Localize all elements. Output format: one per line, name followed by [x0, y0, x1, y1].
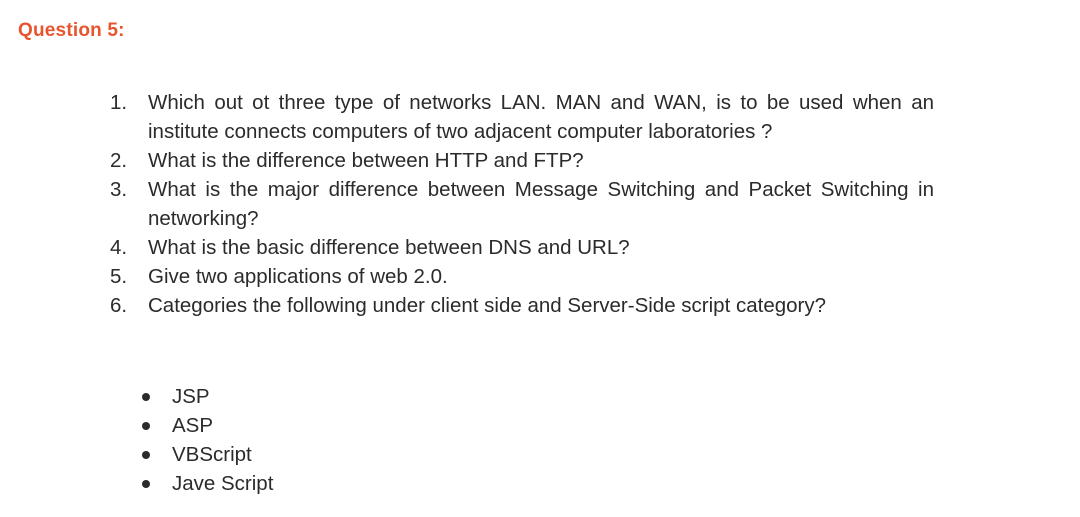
script-bullet-list: JSP ASP VBScript Jave Script	[142, 382, 542, 498]
bullet-icon	[142, 480, 150, 488]
list-item-label: Jave Script	[172, 472, 274, 495]
question-item-5: Give two applications of web 2.0.	[110, 262, 934, 291]
list-item: JSP	[142, 382, 542, 411]
question-text: What is the major difference between Mes…	[148, 178, 934, 230]
question-text: What is the difference between HTTP and …	[148, 149, 584, 172]
list-item: VBScript	[142, 440, 542, 469]
list-item-label: ASP	[172, 414, 214, 437]
question-heading: Question 5:	[18, 20, 125, 41]
bullet-icon	[142, 393, 150, 401]
bullet-icon	[142, 451, 150, 459]
list-item-label: JSP	[172, 385, 210, 408]
question-text: Which out ot three type of networks LAN.…	[148, 91, 934, 143]
question-item-3: What is the major difference between Mes…	[110, 175, 934, 233]
question-text: Give two applications of web 2.0.	[148, 265, 448, 288]
list-item: Jave Script	[142, 469, 542, 498]
bullet-icon	[142, 422, 150, 430]
question-item-2: What is the difference between HTTP and …	[110, 146, 934, 175]
list-item: ASP	[142, 411, 542, 440]
question-item-6: Categories the following under client si…	[110, 291, 934, 320]
question-item-1: Which out ot three type of networks LAN.…	[110, 88, 934, 146]
list-item-label: VBScript	[172, 443, 252, 466]
numbered-question-list: Which out ot three type of networks LAN.…	[110, 88, 934, 320]
question-item-4: What is the basic difference between DNS…	[110, 233, 934, 262]
question-text: What is the basic difference between DNS…	[148, 236, 630, 259]
question-list-container: Which out ot three type of networks LAN.…	[110, 88, 934, 320]
question-text: Categories the following under client si…	[148, 294, 827, 317]
